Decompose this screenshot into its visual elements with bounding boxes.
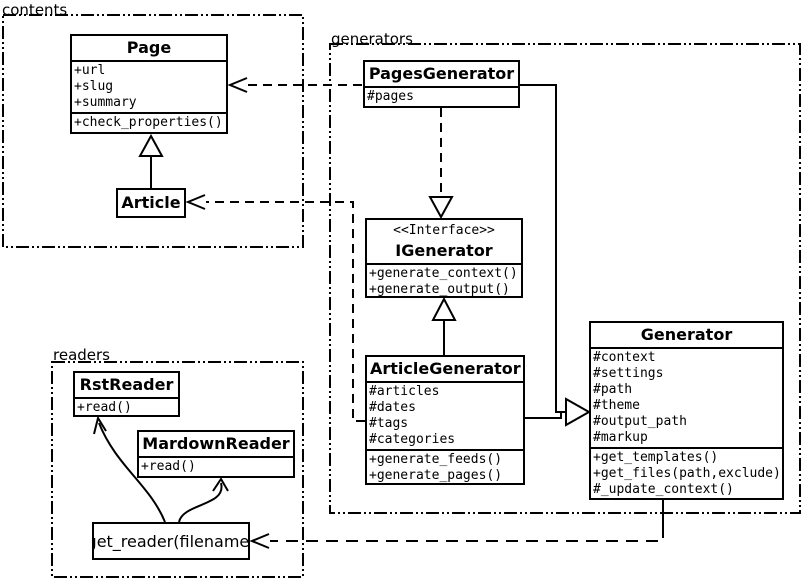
- generators-package-border: [329, 43, 801, 514]
- class-box-igenerator: <<Interface>> IGenerator +generate_conte…: [365, 218, 523, 298]
- contents-package-border: [2, 14, 304, 248]
- attribute-row: #categories: [369, 432, 456, 447]
- attribute-row: #output_path: [593, 414, 687, 429]
- class-box-rstreader: RstReader +read(): [73, 371, 180, 417]
- attribute-row: #markup: [593, 430, 648, 445]
- attribute-row: +summary: [74, 95, 137, 110]
- generator-to-getreader-arrowhead: [249, 533, 270, 549]
- page-methods: +check_properties(): [72, 112, 226, 132]
- class-title-page: Page: [126, 38, 172, 57]
- contents-package-label: contents: [2, 1, 68, 19]
- rstreader-methods: +read(): [75, 397, 178, 415]
- article-to-page-inheritance-triangle: [138, 133, 164, 157]
- class-box-pagesgenerator: PagesGenerator #pages: [363, 60, 520, 108]
- attribute-row: #tags: [369, 416, 409, 431]
- method-row: +check_properties(): [74, 115, 223, 130]
- attribute-row: #context: [593, 350, 656, 365]
- method-row: +generate_feeds(): [369, 452, 503, 467]
- class-box-page: Page +url +slug +summary +check_properti…: [70, 34, 228, 134]
- method-row: +generate_pages(): [369, 468, 503, 483]
- method-row: +get_files(path,exclude): [593, 466, 781, 481]
- attribute-row: #theme: [593, 398, 640, 413]
- class-title-generator: Generator: [640, 325, 733, 344]
- articlegenerator-methods: +generate_feeds() +generate_pages(): [367, 449, 523, 483]
- class-title-article: Article: [121, 193, 181, 212]
- getreader-function-label: get_reader(filename): [92, 531, 250, 551]
- page-attributes: +url +slug +summary: [72, 60, 226, 112]
- igenerator-methods: +generate_context() +generate_output(): [367, 263, 521, 297]
- pagesgenerator-to-page-arrowhead: [227, 77, 248, 93]
- igenerator-stereotype: <<Interface>>: [393, 223, 495, 238]
- pagesgenerator-to-generator-line: [520, 84, 566, 413]
- class-box-article: Article: [116, 188, 186, 218]
- class-box-mardownreader: MardownReader +read(): [137, 430, 295, 478]
- attribute-row: +url: [74, 63, 106, 78]
- attribute-row: #pages: [367, 89, 414, 104]
- class-box-articlegenerator: ArticleGenerator #articles #dates #tags …: [365, 355, 525, 485]
- articlegenerator-to-article-dependency-line: [206, 201, 365, 422]
- generator-methods: +get_templates() +get_files(path,exclude…: [591, 447, 782, 498]
- attribute-row: #path: [593, 382, 633, 397]
- getreader-to-mardownreader-curve: [178, 482, 223, 523]
- mardownreader-methods: +read(): [139, 456, 293, 476]
- attribute-row: #dates: [369, 400, 416, 415]
- class-title-igenerator: IGenerator: [395, 241, 493, 260]
- class-title-articlegenerator: ArticleGenerator: [370, 359, 521, 378]
- getreader-to-rstreader-arrowhead: [93, 415, 107, 435]
- class-title-rstreader: RstReader: [79, 375, 174, 394]
- method-row: #_update_context(): [593, 482, 734, 497]
- class-title-mardownreader: MardownReader: [142, 434, 290, 453]
- articlegenerator-to-article-arrowhead: [185, 194, 206, 210]
- getreader-to-mardownreader-arrowhead: [212, 477, 229, 492]
- method-row: +generate_output(): [369, 282, 510, 297]
- getreader-function-box: get_reader(filename): [92, 522, 250, 560]
- generator-attributes: #context #settings #path #theme #output_…: [591, 347, 782, 447]
- generator-inheritance-triangle: [565, 397, 592, 427]
- articlegenerator-to-igenerator-triangle: [431, 296, 457, 321]
- attribute-row: #articles: [369, 384, 440, 399]
- method-row: +get_templates(): [593, 450, 719, 465]
- generators-package-label: generators: [331, 30, 413, 48]
- getreader-to-rstreader-curve: [98, 422, 166, 523]
- class-box-generator: Generator #context #settings #path #them…: [589, 321, 784, 500]
- method-row: +read(): [141, 459, 196, 474]
- class-title-pagesgenerator: PagesGenerator: [368, 64, 515, 83]
- readers-package-border: [51, 361, 304, 578]
- generator-to-getreader-dependency-line: [270, 526, 664, 542]
- method-row: +read(): [77, 400, 132, 415]
- articlegenerator-to-generator-line: [525, 413, 562, 419]
- articlegenerator-attributes: #articles #dates #tags #categories: [367, 381, 523, 449]
- attribute-row: +slug: [74, 79, 114, 94]
- method-row: +generate_context(): [369, 266, 518, 281]
- pagesgenerator-attributes: #pages: [365, 86, 518, 106]
- readers-package-label: readers: [53, 346, 110, 364]
- attribute-row: #settings: [593, 366, 664, 381]
- pagesgenerator-to-igenerator-triangle: [428, 196, 454, 220]
